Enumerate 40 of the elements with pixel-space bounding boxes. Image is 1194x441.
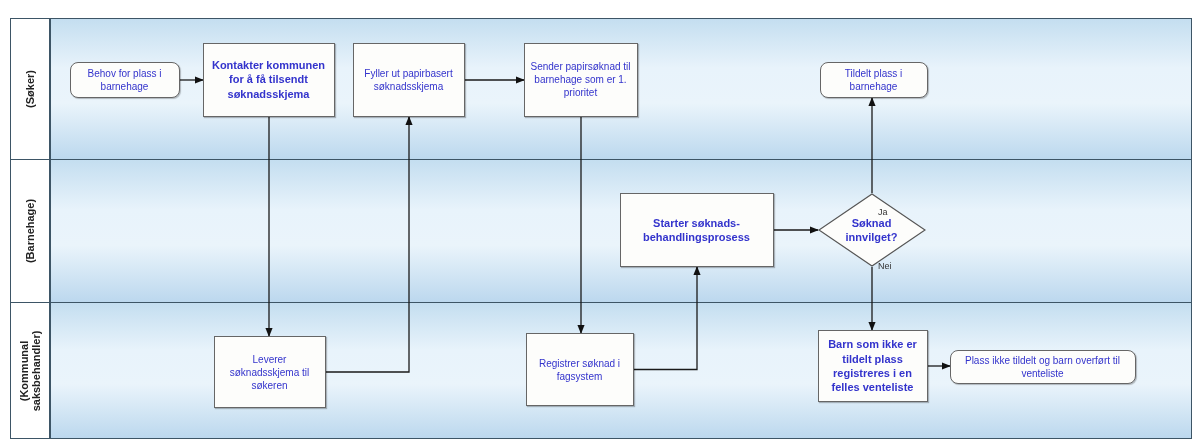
edge-label: Ja (878, 207, 888, 217)
arrow (325, 116, 413, 373)
terminal-box (819, 61, 928, 98)
node-text: Behov for plass i barnehage (86, 66, 163, 93)
lane-label: (Søker) (24, 70, 36, 108)
process-box (817, 330, 928, 402)
arrow (179, 76, 204, 84)
node-text: Leverer søknadsskjema til søkeren (228, 352, 311, 392)
node-text: Registrer søknad i fagsystem (537, 356, 622, 383)
terminal-box (69, 61, 180, 98)
process-box (619, 193, 774, 267)
process-box (202, 42, 335, 117)
arrow (577, 116, 585, 334)
node-text: Fyller ut papirbasert søknadsskjema (363, 66, 454, 93)
arrow (633, 266, 701, 371)
process-box (523, 42, 638, 117)
node-text: Starter søknads-behandlingsprosess (642, 215, 751, 245)
arrow (773, 226, 819, 234)
process-box (352, 42, 465, 117)
arrow (265, 116, 273, 337)
arrow (927, 362, 951, 370)
node-text: Barn som ikke er tildelt plass registreres i en felles venteliste (827, 337, 918, 395)
process-box (525, 333, 634, 406)
swimlane (10, 18, 1192, 160)
arrow (868, 266, 876, 331)
edge-label: Nei (878, 261, 892, 271)
decision-diamond (817, 193, 926, 267)
node-text: Sender papirsøknad til barnehage som er 1. prioritet (529, 60, 632, 99)
process-box (213, 336, 326, 408)
lane-label: (Kommunal saksbehandler) (18, 330, 42, 411)
swimlane (10, 160, 1192, 303)
node-text: Søknad innvilget? (844, 215, 899, 245)
swimlane (10, 303, 1192, 439)
arrow (464, 76, 525, 84)
terminal-box (949, 350, 1136, 384)
lane-label: (Barnehage) (24, 198, 36, 264)
node-text: Plass ikke tildelt og barn overført til venteliste (963, 354, 1122, 380)
node-text: Tildelt plass i barnehage (843, 66, 904, 93)
node-text: Kontakter kommunen for å få tilsendt søknadsskjema (210, 58, 327, 101)
arrow (868, 97, 876, 194)
